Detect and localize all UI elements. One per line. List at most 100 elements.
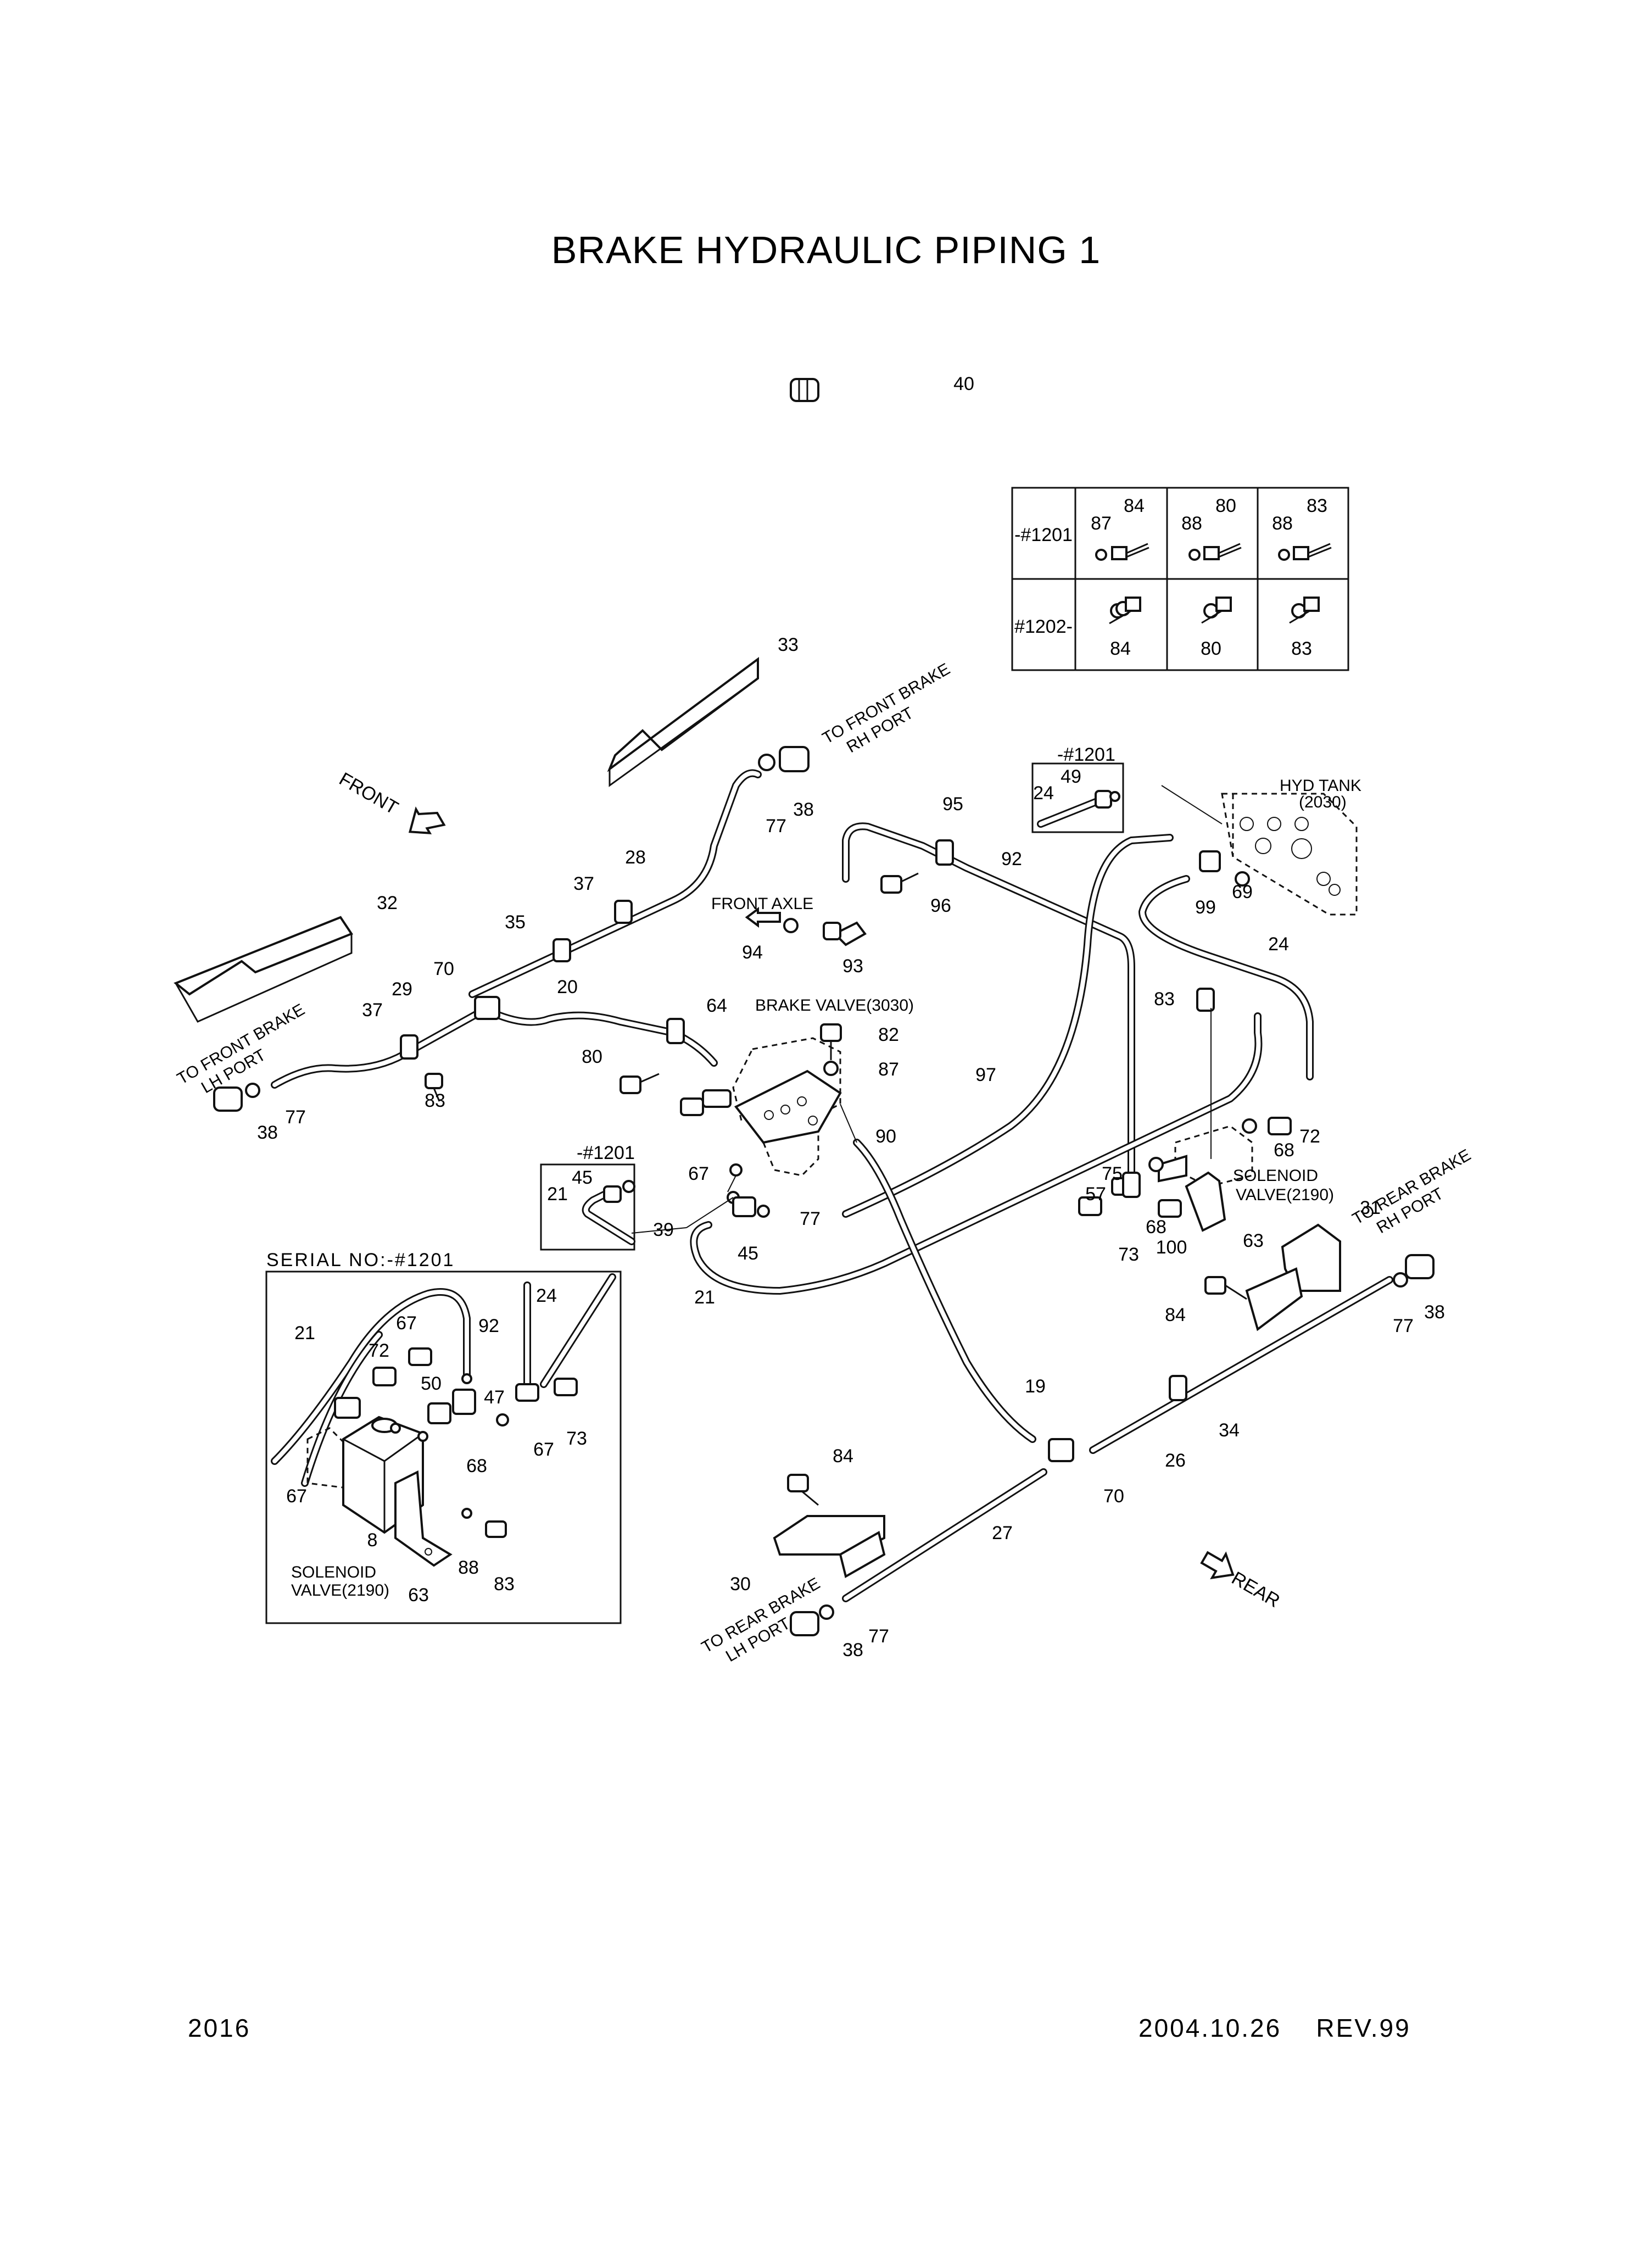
- elbow-fitting: [680, 1089, 732, 1116]
- callout-label: 49: [1061, 766, 1081, 787]
- front-axle-label: FRONT AXLE: [711, 895, 813, 913]
- fitting-38: [790, 1611, 819, 1636]
- callout-label: 90: [875, 1126, 896, 1147]
- bolt-82: [820, 1023, 842, 1060]
- table-cell: 84: [1124, 495, 1145, 516]
- solenoid-label: SOLENOID: [291, 1563, 376, 1581]
- callout-label: 92: [478, 1316, 499, 1336]
- callout-label: 50: [421, 1373, 442, 1394]
- callout-label: 77: [800, 1208, 821, 1229]
- callout-label: 83: [1154, 989, 1175, 1010]
- elbow-93: [823, 921, 867, 946]
- callout-label: 45: [572, 1167, 593, 1188]
- callout-label: 32: [377, 893, 398, 913]
- bolt-96: [880, 872, 919, 894]
- clamp-37: [400, 1034, 418, 1060]
- callout-label: 72: [369, 1340, 389, 1361]
- bolt-icon: [1095, 543, 1149, 561]
- fitting-72: [1268, 1117, 1292, 1135]
- tee-fitting-70: [474, 996, 500, 1020]
- bolt-80: [620, 1073, 660, 1094]
- o-ring-67: [729, 1163, 743, 1177]
- callout-label: 38: [257, 1122, 278, 1143]
- inset-title: SERIAL NO:-#1201: [266, 1250, 455, 1270]
- clamp-34: [1169, 1375, 1187, 1401]
- callout-label: 68: [466, 1456, 487, 1476]
- callout-label: 26: [1165, 1450, 1186, 1471]
- small-inset-45: -#1201 45 21: [540, 1143, 635, 1251]
- date-revision: 2004.10.26 REV.99: [1138, 2014, 1411, 2042]
- callout-label: 83: [425, 1090, 445, 1111]
- bracket-63: [1185, 1171, 1226, 1232]
- callout-label: 95: [942, 794, 963, 815]
- to-rear-brake-rh-label: TO REAR BRAKE RH PORT: [1349, 1146, 1474, 1237]
- callout-numbers: 40 33 38 77 28 37 35 32 29 37 70 20 64 8…: [257, 374, 1445, 1660]
- bolt-84: [1204, 1276, 1247, 1300]
- callout-label: 75: [1102, 1163, 1123, 1184]
- callout-label: 8: [367, 1530, 378, 1551]
- hyd-tank-label: (2030): [1299, 793, 1347, 811]
- front-label: FRONT: [336, 768, 401, 818]
- table-cell: 84: [1110, 638, 1131, 659]
- bolt-icon: [1201, 597, 1232, 624]
- callout-label: 40: [953, 374, 974, 394]
- o-ring-68: [1242, 1118, 1257, 1134]
- clamp-37: [614, 900, 633, 924]
- front-arrow-icon: [408, 806, 446, 834]
- fitting-40: [790, 378, 819, 402]
- table-cell: 87: [1091, 513, 1112, 534]
- o-ring-77: [819, 1604, 834, 1620]
- callout-label: 45: [738, 1243, 758, 1264]
- tee-73: [1122, 1172, 1141, 1198]
- callout-label: 21: [547, 1184, 568, 1205]
- callout-label: 67: [396, 1313, 417, 1334]
- hyd-tank: [1221, 793, 1358, 916]
- callout-label: 97: [975, 1065, 996, 1085]
- callout-label: 87: [878, 1059, 899, 1080]
- bolt-84: [787, 1474, 819, 1506]
- callout-label: 72: [1299, 1126, 1320, 1147]
- callout-label: 77: [285, 1107, 306, 1128]
- solenoid-valve-label: SOLENOID: [1233, 1167, 1318, 1185]
- table-cell: 88: [1272, 513, 1293, 534]
- table-cell: 88: [1181, 513, 1202, 534]
- inset-serial-label: -#1201: [1057, 744, 1115, 765]
- table-row-label: #1202-: [1014, 616, 1073, 637]
- callout-label: 84: [833, 1446, 853, 1467]
- callout-label: 77: [1393, 1316, 1414, 1336]
- inset-serial-label: -#1201: [577, 1143, 635, 1163]
- bracket-30: [773, 1515, 886, 1579]
- solenoid-valve-label: VALVE(2190): [1236, 1186, 1334, 1204]
- upper-inset-49: -#1201 49 24: [1031, 744, 1124, 833]
- bolt-icon: [1188, 543, 1242, 561]
- callout-label: 68: [1146, 1217, 1167, 1238]
- table-cell: 80: [1215, 495, 1236, 516]
- callout-label: 21: [694, 1287, 715, 1308]
- callout-label: 37: [362, 1000, 383, 1021]
- hydraulic-pipes: [271, 769, 1393, 1602]
- front-axle-arrow-icon: [745, 907, 781, 928]
- o-ring-68: [1148, 1157, 1164, 1172]
- serial-inset-box: SERIAL NO:-#1201: [265, 1250, 622, 1624]
- table-cell: 80: [1201, 638, 1221, 659]
- callout-label: 92: [1001, 849, 1022, 870]
- solenoid-label: VALVE(2190): [291, 1581, 389, 1600]
- callout-label: 64: [706, 995, 727, 1016]
- fitting-45: [732, 1196, 756, 1217]
- callout-label: 24: [1268, 934, 1289, 955]
- page-number: 2016: [188, 2014, 251, 2042]
- serial-number-table: -#1201 #1202- 87 84 88 80 88 83: [1011, 487, 1349, 671]
- brake-valve-90: [732, 1037, 842, 1177]
- connector-icon: [554, 1378, 578, 1396]
- callout-label: 35: [505, 912, 526, 933]
- callout-label: 38: [1424, 1302, 1445, 1323]
- washer-87: [823, 1061, 839, 1076]
- brake-valve-label: BRAKE VALVE(3030): [755, 996, 914, 1015]
- table-cell: 83: [1291, 638, 1312, 659]
- callout-label: 73: [1118, 1244, 1139, 1265]
- solenoid-valve: [1158, 1125, 1253, 1188]
- callout-label: 99: [1195, 897, 1216, 918]
- fitting-100: [1158, 1199, 1182, 1218]
